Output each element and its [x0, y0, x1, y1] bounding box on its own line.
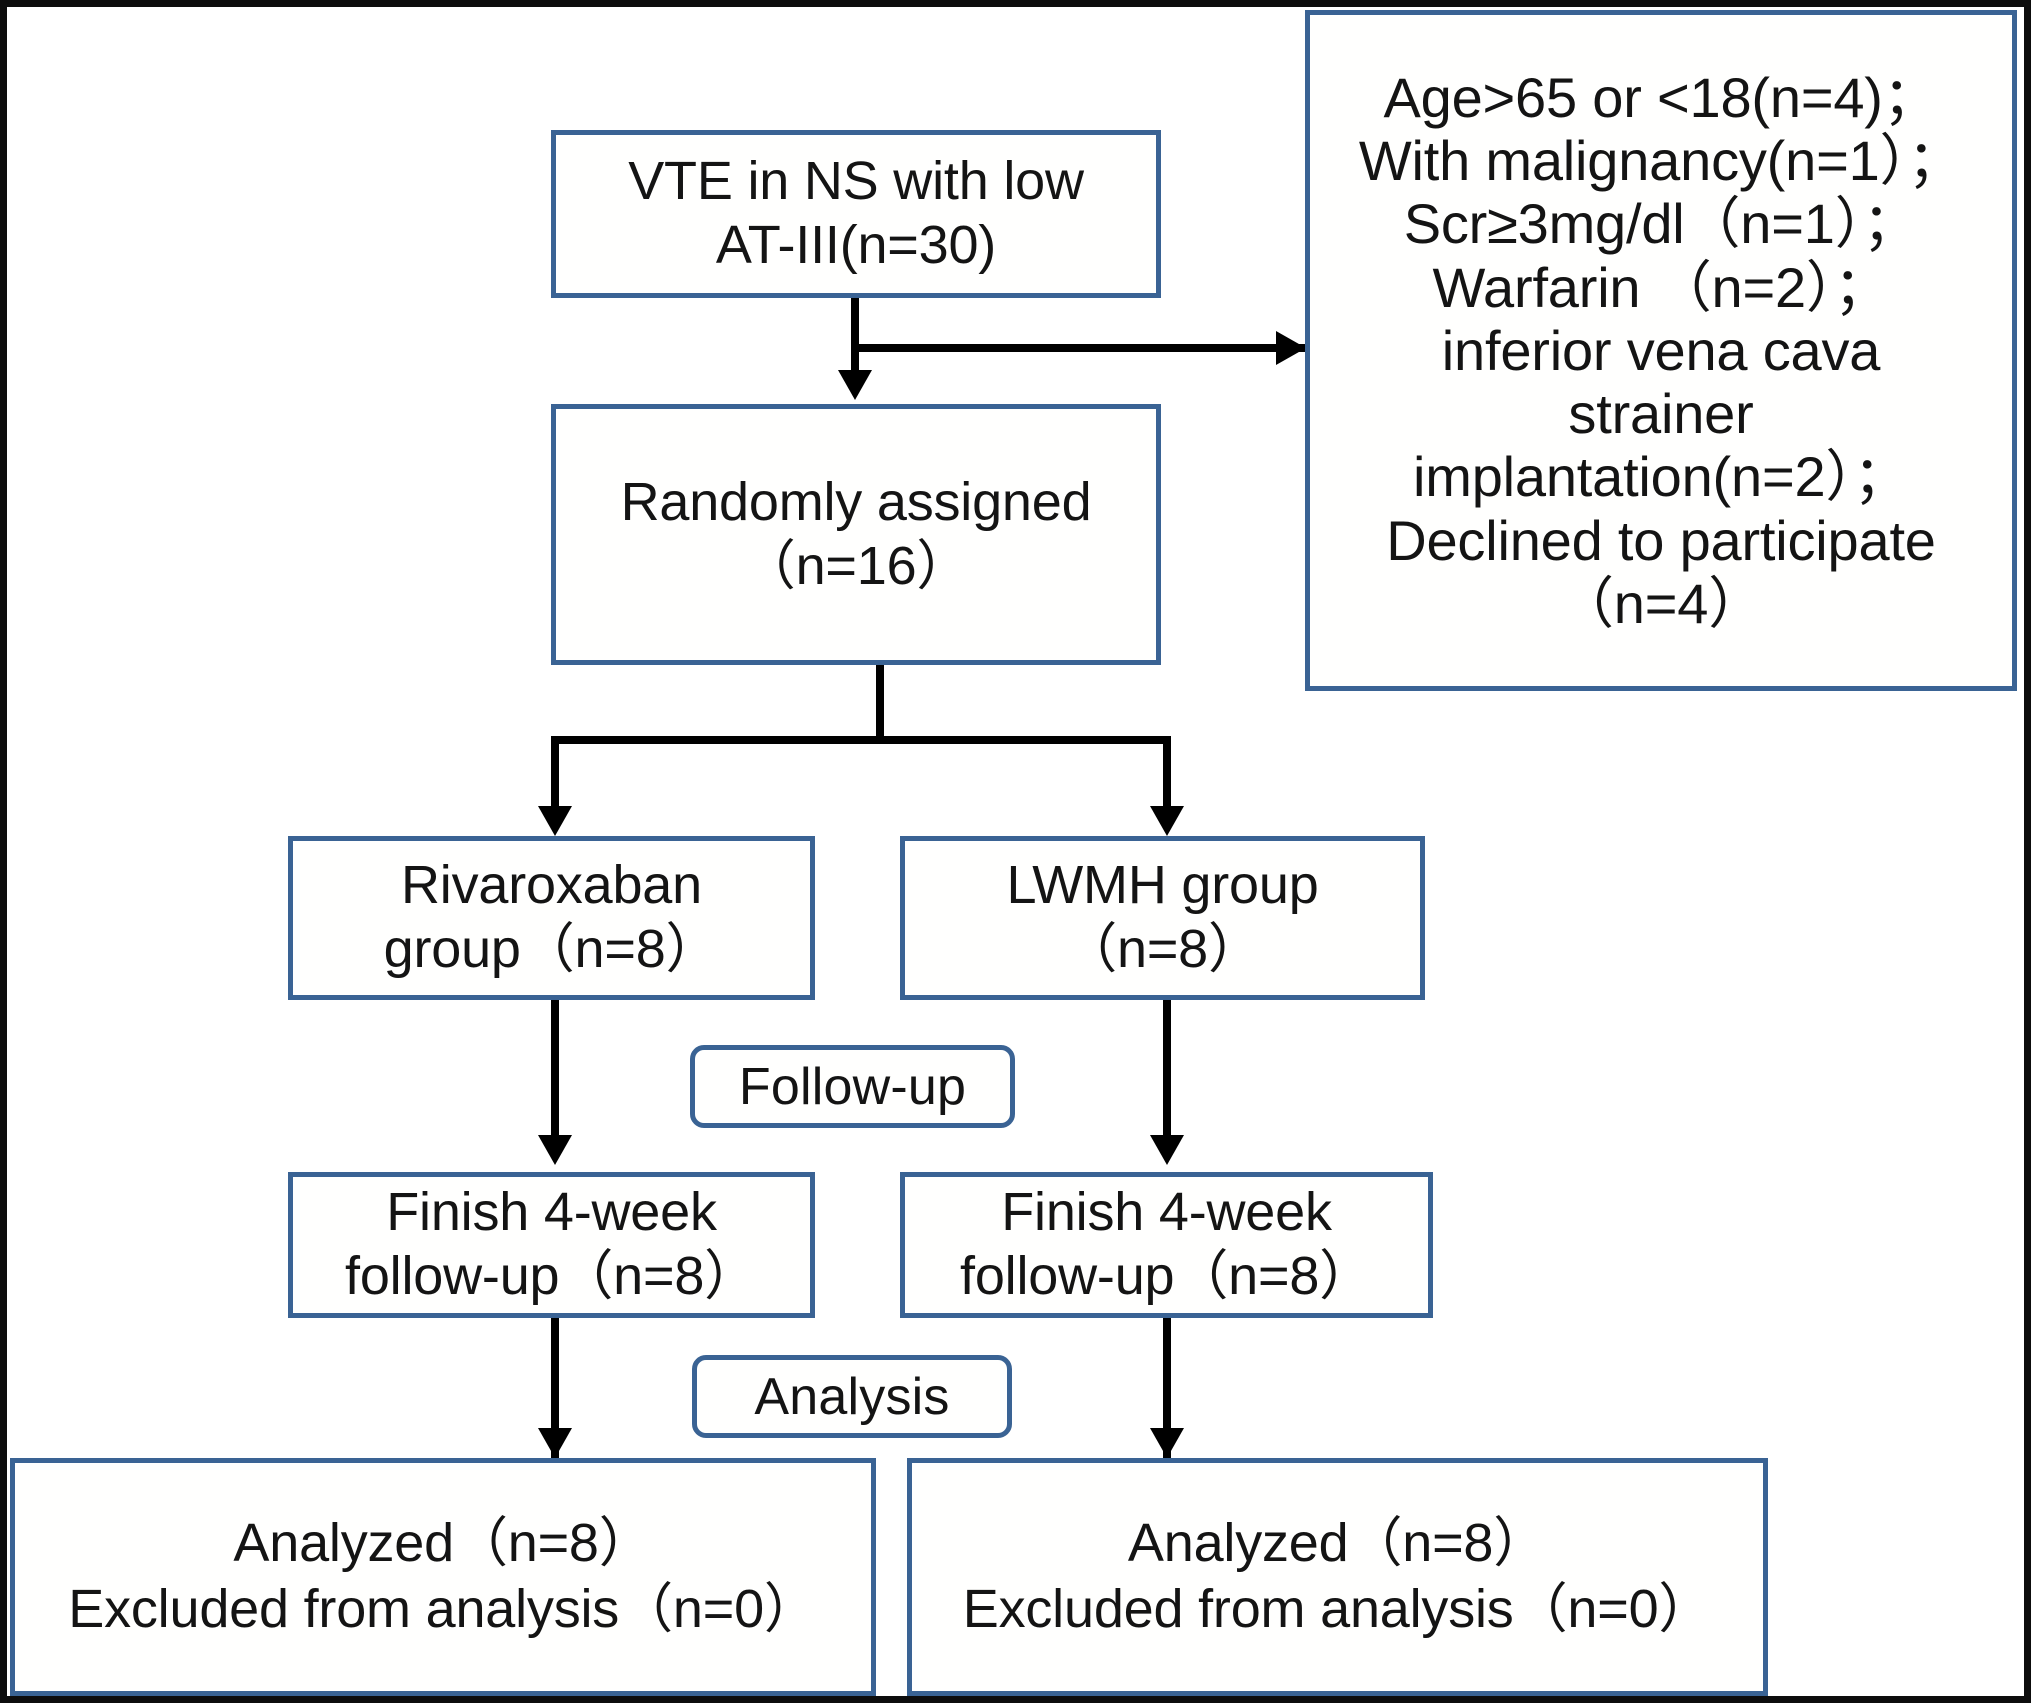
connector-randomized-trunk — [876, 665, 884, 743]
node-group-lwmh[interactable]: LWMH group （n=8） — [900, 836, 1425, 1000]
node-analyzed-left[interactable]: Analyzed（n=8） Excluded from analysis（n=0… — [10, 1458, 876, 1696]
label-follow-up[interactable]: Follow-up — [690, 1045, 1015, 1128]
node-group-lwmh-label: LWMH group （n=8） — [1006, 855, 1319, 979]
label-analysis[interactable]: Analysis — [692, 1355, 1012, 1438]
label-analysis-text: Analysis — [754, 1367, 950, 1426]
arrow-to-lwmh-group — [1150, 806, 1184, 836]
connector-left-group-to-finish — [551, 1000, 559, 1145]
node-exclusions[interactable]: Age>65 or <18(n=4)； With malignancy(n=1）… — [1305, 10, 2017, 691]
node-randomized-label: Randomly assigned （n=16） — [620, 471, 1092, 596]
connector-right-group-to-finish — [1163, 1000, 1171, 1145]
node-finish-left-label: Finish 4-week follow-up（n=8） — [345, 1182, 758, 1306]
node-group-rivaroxaban-label: Rivaroxaban group（n=8） — [383, 855, 720, 979]
arrow-to-rivaroxaban-group — [538, 806, 572, 836]
node-enrollment[interactable]: VTE in NS with low AT-III(n=30) — [551, 130, 1161, 298]
node-analyzed-right[interactable]: Analyzed（n=8） Excluded from analysis（n=0… — [907, 1458, 1768, 1696]
arrow-enrollment-to-randomized — [838, 370, 872, 400]
label-follow-up-text: Follow-up — [738, 1057, 967, 1116]
node-randomized[interactable]: Randomly assigned （n=16） — [551, 404, 1161, 665]
arrow-to-exclusions — [1276, 331, 1306, 365]
connector-fork-left-drop — [551, 736, 559, 824]
connector-enrollment-trunk — [851, 298, 859, 388]
node-analyzed-left-label: Analyzed（n=8） Excluded from analysis（n=0… — [68, 1513, 818, 1639]
arrow-right-finish-to-analyzed — [1150, 1428, 1184, 1458]
node-finish-right-label: Finish 4-week follow-up（n=8） — [960, 1182, 1373, 1306]
connector-left-finish-to-analyzed — [551, 1318, 559, 1460]
connector-fork-right-drop — [1163, 736, 1171, 824]
connector-exclusion-horizontal — [855, 344, 1305, 352]
node-group-rivaroxaban[interactable]: Rivaroxaban group（n=8） — [288, 836, 815, 1000]
node-finish-left[interactable]: Finish 4-week follow-up（n=8） — [288, 1172, 815, 1318]
arrow-left-finish-to-analyzed — [538, 1428, 572, 1458]
connector-fork-horizontal — [551, 736, 1171, 744]
arrow-right-group-to-finish — [1150, 1135, 1184, 1165]
node-enrollment-label: VTE in NS with low AT-III(n=30) — [628, 151, 1084, 275]
node-exclusions-label: Age>65 or <18(n=4)； With malignancy(n=1）… — [1358, 65, 1964, 635]
node-analyzed-right-label: Analyzed（n=8） Excluded from analysis（n=0… — [962, 1513, 1713, 1639]
arrow-left-group-to-finish — [538, 1135, 572, 1165]
node-finish-right[interactable]: Finish 4-week follow-up（n=8） — [900, 1172, 1433, 1318]
connector-right-finish-to-analyzed — [1163, 1318, 1171, 1460]
